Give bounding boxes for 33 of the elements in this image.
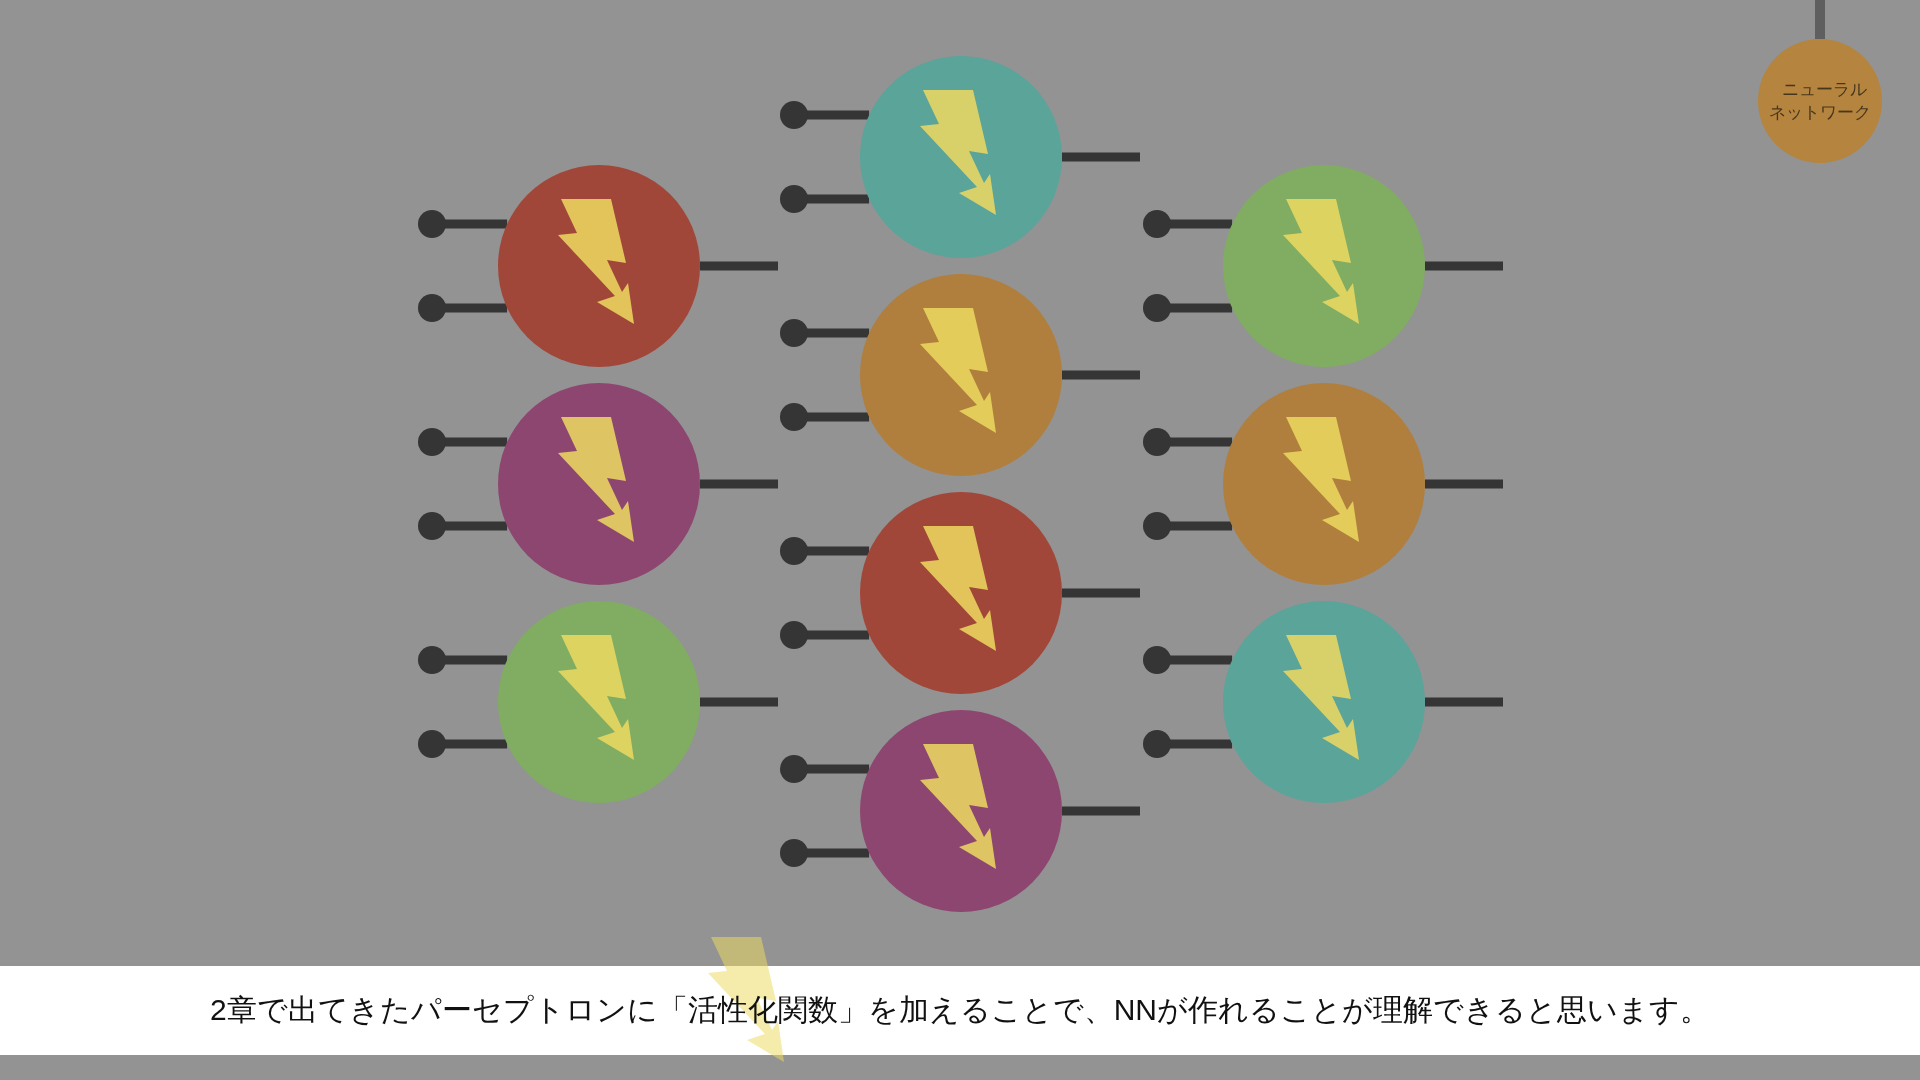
input-line [780,403,870,431]
output-line [1425,261,1503,271]
input-line [418,428,508,456]
input-line [1143,294,1233,322]
output-line [700,479,778,489]
input-line [418,730,508,758]
input-line [1143,512,1233,540]
output-line [1062,588,1140,598]
input-line [780,319,870,347]
output-line [700,697,778,707]
input-line [780,839,870,867]
input-line [1143,646,1233,674]
caption-text: 2章で出てきたパーセプトロンに「活性化関数」を加えることで、NNが作れることが理解できると思います。 [210,992,1710,1028]
output-line [1062,806,1140,816]
hanging-line [1815,0,1825,39]
input-line [1143,730,1233,758]
input-line [780,755,870,783]
input-line [780,185,870,213]
input-line [1143,428,1233,456]
output-line [1062,152,1140,162]
input-line [780,621,870,649]
output-line [700,261,778,271]
input-line [418,210,508,238]
output-line [1425,697,1503,707]
input-line [780,537,870,565]
input-line [418,512,508,540]
tag-text: ニューラルネットワーク [1768,78,1872,124]
input-line [1143,210,1233,238]
output-line [1425,479,1503,489]
input-line [418,646,508,674]
output-line [1062,370,1140,380]
input-line [780,101,870,129]
input-line [418,294,508,322]
